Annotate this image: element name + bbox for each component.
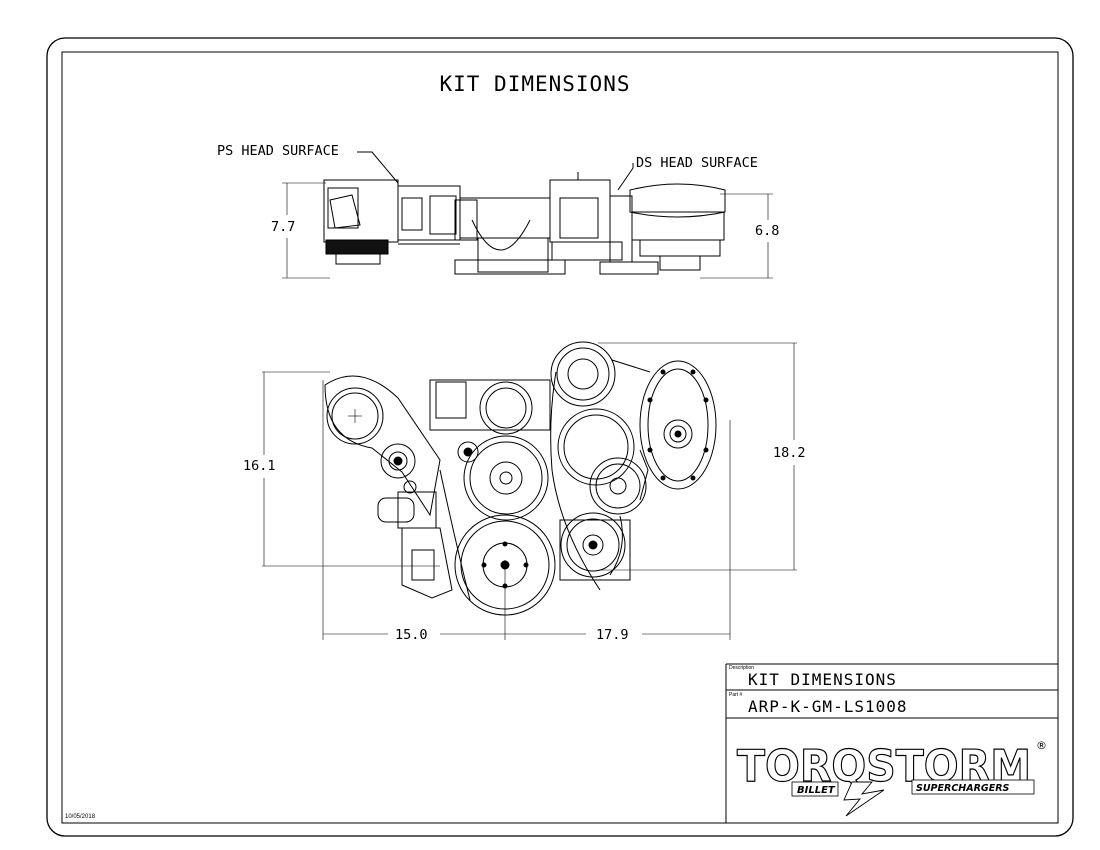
ds-head-surface-label: DS HEAD SURFACE <box>636 155 758 171</box>
dimension-top-left-height: 7.7 <box>271 219 296 235</box>
front-view-drawing <box>262 341 797 640</box>
dimension-front-right-height: 18.2 <box>773 445 806 461</box>
dimension-bottom-right-width: 17.9 <box>596 627 629 643</box>
part-number-value: ARP-K-GM-LS1008 <box>748 697 908 716</box>
ps-head-surface-label: PS HEAD SURFACE <box>217 143 339 159</box>
title-block-frame <box>725 663 1058 823</box>
drawing-title: KIT DIMENSIONS <box>439 72 631 96</box>
dimension-bottom-left-width: 15.0 <box>395 627 428 643</box>
dimension-top-right-height: 6.8 <box>755 223 780 239</box>
top-view-drawing <box>282 151 773 279</box>
svg-text:®: ® <box>1036 739 1047 752</box>
svg-text:SUPERCHARGERS: SUPERCHARGERS <box>916 783 1010 794</box>
description-caption: Description <box>729 665 755 671</box>
drawing-date: 10/05/2018 <box>65 814 96 820</box>
inner-border <box>61 51 1059 824</box>
description-value: KIT DIMENSIONS <box>748 670 897 689</box>
svg-text:BILLET: BILLET <box>797 785 836 796</box>
outer-frame <box>46 37 1074 837</box>
part-caption: Part # <box>729 692 743 698</box>
dimension-front-left-height: 16.1 <box>243 458 276 474</box>
torqstorm-logo: TORQSTORM BILLET SUPERCHARGERS ® <box>736 739 1047 817</box>
